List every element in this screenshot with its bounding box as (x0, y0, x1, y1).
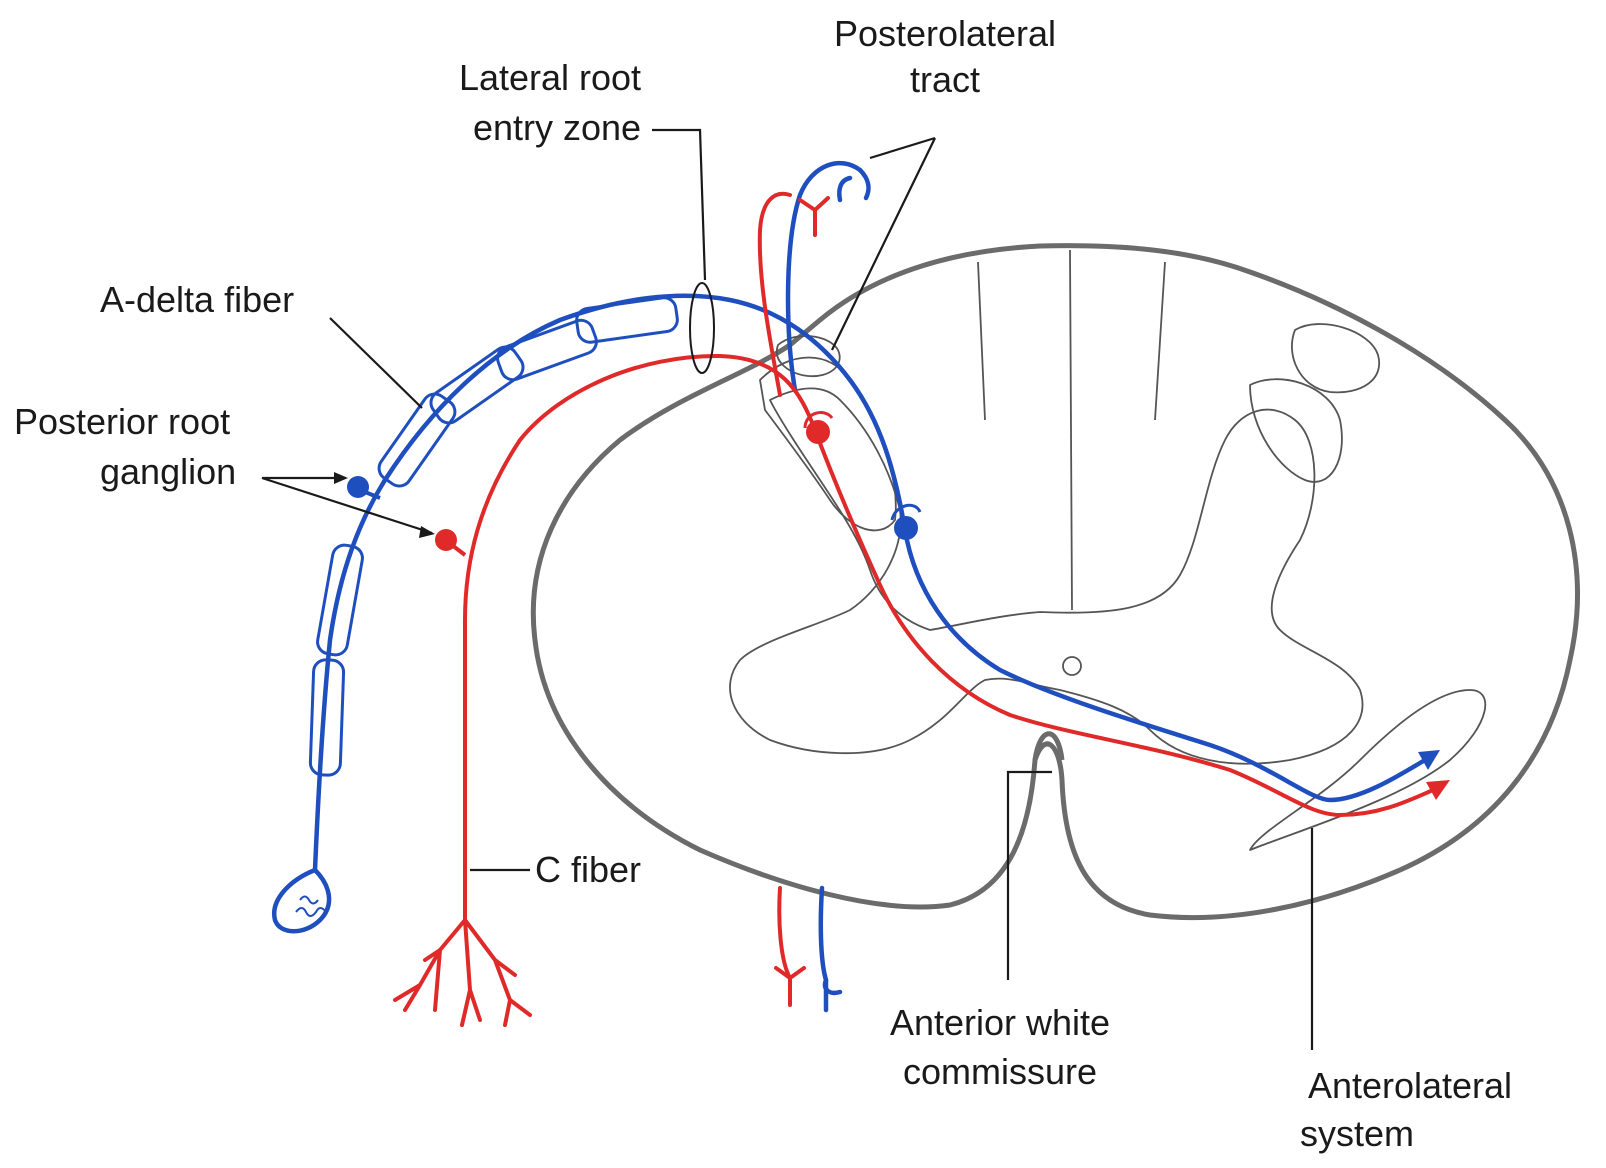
c-fiber-ganglion-cell (435, 529, 457, 551)
posterior-median-septum (1070, 250, 1072, 610)
central-canal (1063, 657, 1081, 675)
label-anterior-white-commissure-line1: Anterior white (890, 1002, 1110, 1043)
posterior-intermediate-septum-left (978, 262, 985, 420)
a-delta-ascending-branch (788, 163, 860, 390)
label-a-delta-fiber: A-delta fiber (100, 279, 294, 320)
label-c-fiber: C fiber (535, 849, 641, 890)
label-anterior-white-commissure-line2: commissure (903, 1051, 1097, 1092)
label-anterolateral-system-line2: system (1300, 1113, 1414, 1154)
a-delta-ganglion-cell (347, 476, 369, 498)
leader-posterior-root-ganglion (262, 478, 432, 533)
posterior-intermediate-septum-right (1155, 262, 1165, 420)
label-lateral-root-entry-zone-line2: entry zone (473, 107, 641, 148)
label-posterior-root-ganglion-line1: Posterior root (14, 401, 230, 442)
leader-posterolateral-tract (832, 138, 935, 350)
label-posterolateral-tract-line1: Posterolateral (834, 13, 1056, 54)
c-fiber-free-nerve-endings (395, 920, 530, 1025)
a-delta-descending-terminal (825, 980, 840, 1010)
anterolateral-tract-region (1250, 690, 1485, 850)
leader-arrowhead (334, 472, 348, 484)
label-posterior-root-ganglion-line2: ganglion (100, 451, 236, 492)
posterior-horn-left (760, 358, 896, 531)
c-fiber-group (395, 194, 1450, 1025)
a-delta-descending-branch (821, 888, 826, 980)
a-delta-ascending-terminal (839, 170, 868, 200)
myelin-segment (426, 342, 527, 427)
spinal-cord-outline (533, 246, 1577, 918)
myelin-segment (316, 543, 365, 657)
leader-lateral-root-entry-zone (652, 130, 705, 280)
spinal-cord-section (533, 246, 1577, 918)
posterior-horn-right (1292, 324, 1379, 392)
a-delta-dorsal-horn-neuron (894, 516, 918, 540)
substantia-gelatinosa-right (1250, 379, 1342, 482)
a-delta-fiber-group (274, 163, 1440, 1010)
leader-arrowhead (419, 526, 435, 538)
c-fiber-descending-branch (779, 888, 790, 978)
leader-a-delta-fiber (330, 318, 422, 408)
label-posterolateral-tract-line2: tract (910, 59, 980, 100)
label-lateral-root-entry-zone-line1: Lateral root (459, 57, 641, 98)
a-delta-ending-coil (296, 897, 326, 917)
labels: Posterolateral tract Lateral root entry … (14, 13, 1512, 1154)
c-fiber-dorsal-horn-neuron (806, 420, 830, 444)
c-fiber-ascending-terminal (800, 198, 828, 235)
label-anterolateral-system-line1: Anterolateral (1308, 1065, 1512, 1106)
myelin-sheath (310, 296, 679, 775)
a-delta-free-nerve-ending (274, 870, 329, 931)
